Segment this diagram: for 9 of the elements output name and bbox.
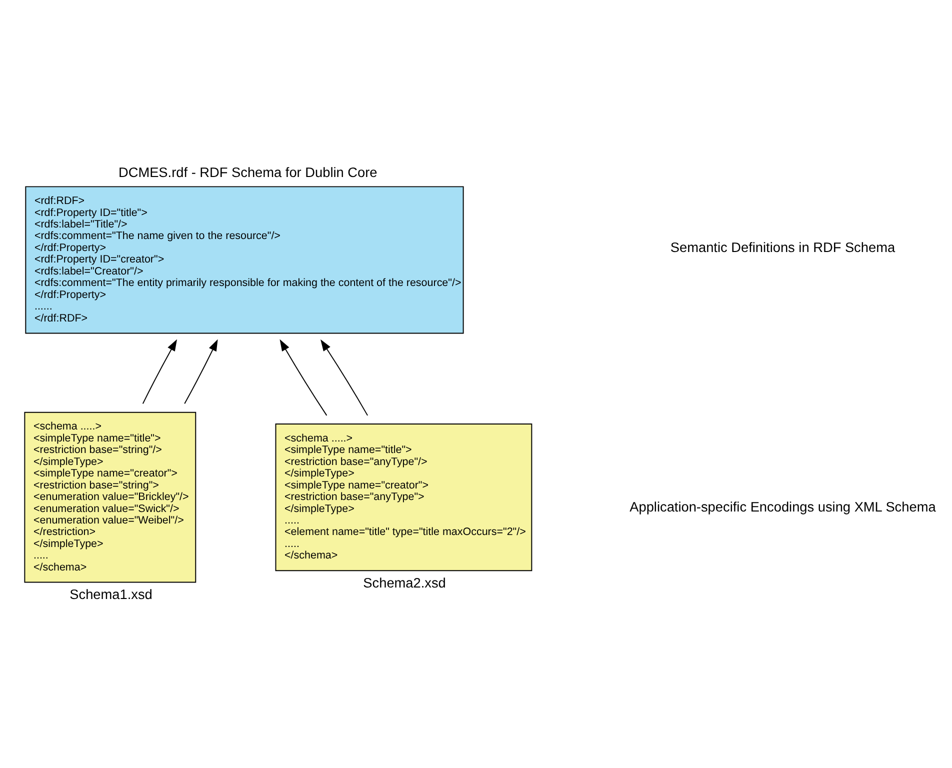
arrow (280, 339, 328, 416)
label: Application-specific Encodings using XML Schema (630, 500, 936, 515)
label: Semantic Definitions in RDF Schema (670, 240, 896, 255)
node-label: Schema1.xsd (70, 587, 152, 602)
node-label: Schema2.xsd (363, 575, 446, 590)
node-label: DCMES.rdf - RDF Schema for Dublin Core (118, 165, 378, 180)
arrow (184, 339, 218, 404)
arrow (320, 339, 368, 416)
arrow (142, 339, 178, 404)
